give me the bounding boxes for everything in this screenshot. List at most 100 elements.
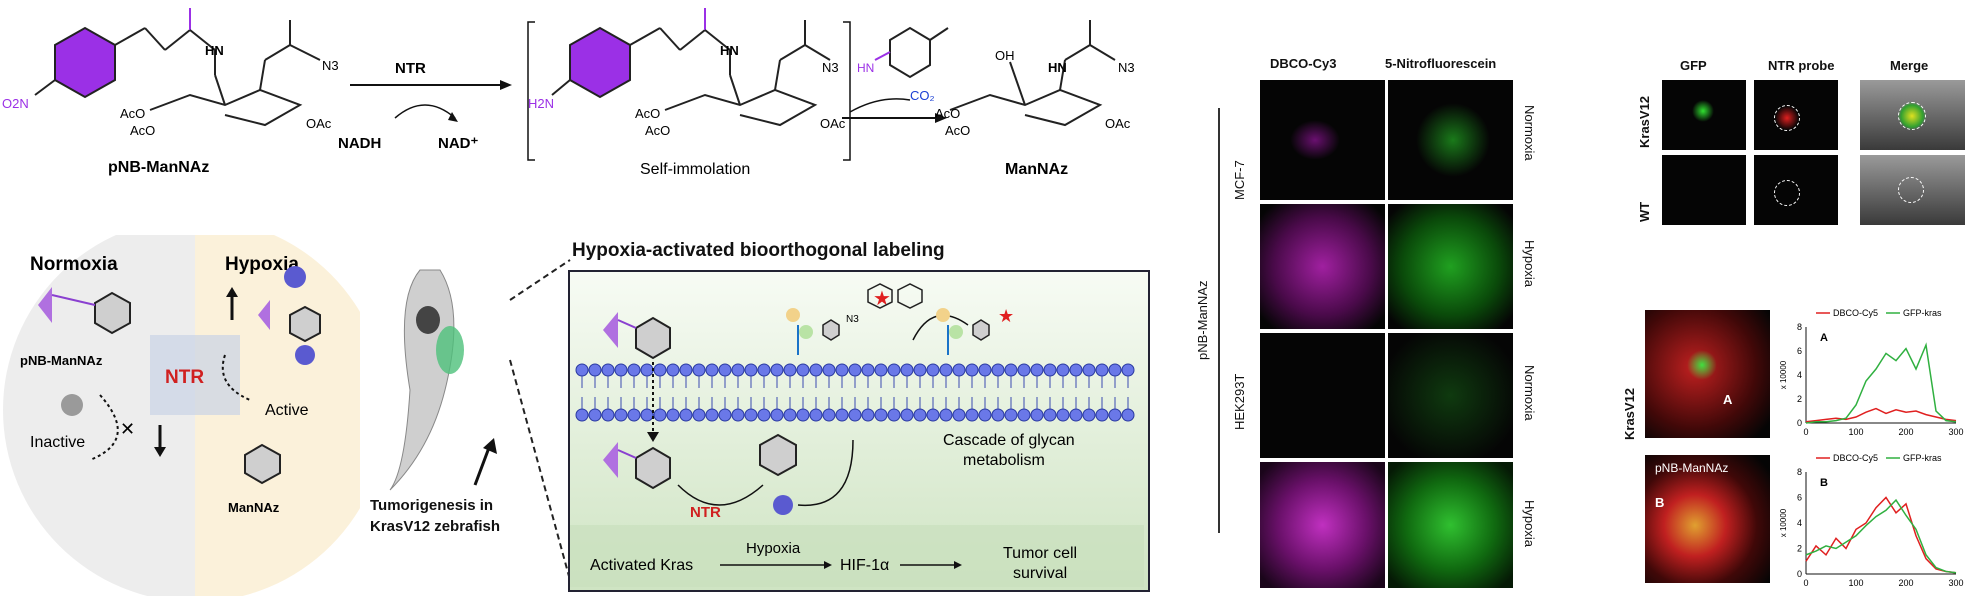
glycan-icon-2 <box>936 308 990 355</box>
co2-label: CO₂ <box>910 88 935 103</box>
series-line-DBCO-Cy5 <box>1805 407 1957 423</box>
dbco-icon <box>867 283 923 309</box>
byproduct-curve <box>849 98 911 113</box>
lipid-head <box>783 363 797 377</box>
hn-label-1: HN <box>205 43 224 58</box>
lipid-head <box>1030 363 1044 377</box>
chart-title: B <box>1820 477 1828 489</box>
nadh-label: NADH <box>338 135 381 152</box>
labeling-title: Hypoxia-activated bioorthogonal labeling <box>572 240 945 261</box>
image-mcf7-normoxia-green <box>1388 80 1513 200</box>
reactant-structure <box>34 8 321 127</box>
lipid-head <box>978 408 992 422</box>
lipid-head <box>705 363 719 377</box>
h2n-label: H2N <box>528 96 554 111</box>
lipid-head <box>718 363 732 377</box>
n3-label-3: N3 <box>1118 60 1135 75</box>
image-kras-lower-a: A <box>1645 310 1770 438</box>
lipid-head <box>1017 363 1031 377</box>
n3-label-1: N3 <box>322 58 339 73</box>
lipid-head <box>1017 408 1031 422</box>
lipid-head <box>731 363 745 377</box>
aco-label-2a: AcO <box>635 106 660 121</box>
active-pacman-icon-2 <box>295 345 315 365</box>
lipid-head <box>627 363 641 377</box>
legend-entry: GFP-kras <box>1903 453 1942 463</box>
y-axis-label: x 10000 <box>1779 360 1788 389</box>
lipid-head <box>653 363 667 377</box>
hexagon-icon-5 <box>759 433 797 477</box>
lipid-head <box>1043 363 1057 377</box>
y-tick-label: 8 <box>1797 322 1802 332</box>
lipid-head <box>926 408 940 422</box>
lipid-head <box>614 363 628 377</box>
series-line-GFP-kras <box>1805 498 1957 574</box>
lipid-head <box>601 408 615 422</box>
hexagon-icon <box>94 291 131 335</box>
lipid-head <box>1069 408 1083 422</box>
mannaz-circle-label: ManNAz <box>228 500 280 515</box>
lipid-head <box>679 408 693 422</box>
image-kras-lower-b: pNB-ManNAz B <box>1645 455 1770 583</box>
image-mcf7-hypoxia-cy3 <box>1260 204 1385 329</box>
lipid-head <box>666 363 680 377</box>
marker-a: A <box>1723 392 1733 407</box>
x-tick-label: 200 <box>1898 427 1913 437</box>
lipid-head <box>1069 363 1083 377</box>
quinone-methide-structure <box>874 26 949 79</box>
lipid-head <box>913 408 927 422</box>
pathway-mid: HIF-1α <box>840 557 889 574</box>
image-wt-ntr <box>1754 155 1838 225</box>
col-gfp: GFP <box>1680 58 1707 73</box>
hypoxia-heading: Hypoxia <box>225 254 299 275</box>
lipid-head <box>1004 363 1018 377</box>
pathway-end-2: survival <box>1013 565 1067 582</box>
oac-label-1: OAc <box>306 116 332 131</box>
lipid-head <box>575 408 589 422</box>
image-kras-ntr <box>1754 80 1838 150</box>
legend-entry: DBCO-Cy5 <box>1833 453 1878 463</box>
row-label-3: Normoxia <box>1522 365 1537 421</box>
zebrafish-caption-1: Tumorigenesis in <box>370 497 494 514</box>
image-hek-normoxia-green <box>1388 333 1513 458</box>
group-label: pNB-ManNAz <box>1195 280 1210 360</box>
lipid-head <box>874 408 888 422</box>
active-pacman-icon-1 <box>284 266 306 288</box>
lipid-head <box>874 363 888 377</box>
lipid-head <box>978 363 992 377</box>
lipid-head <box>848 408 862 422</box>
lipid-head <box>926 363 940 377</box>
cascade-line-2: metabolism <box>963 452 1045 469</box>
hexagon-icon-3 <box>635 316 671 360</box>
image-hek-hypoxia-green <box>1388 462 1513 588</box>
triangle-icon-2 <box>258 300 270 330</box>
lipid-head <box>991 408 1005 422</box>
x-tick-label: 0 <box>1803 427 1808 437</box>
y-tick-label: 2 <box>1797 394 1802 404</box>
normoxia-heading: Normoxia <box>30 254 118 275</box>
lipid-head <box>640 408 654 422</box>
inactive-label: Inactive <box>30 434 85 451</box>
lipid-head <box>1082 363 1096 377</box>
y-tick-label: 4 <box>1797 518 1802 528</box>
lipid-head <box>614 408 628 422</box>
lipid-head <box>1095 363 1109 377</box>
col-nitrofluorescein: 5-Nitrofluorescein <box>1385 56 1497 71</box>
cofactor-curve <box>394 104 456 119</box>
lipid-head <box>861 408 875 422</box>
lipid-head <box>770 408 784 422</box>
lipid-head <box>809 363 823 377</box>
lipid-head <box>1082 408 1096 422</box>
cell-mcf7: MCF-7 <box>1232 160 1247 200</box>
lipid-head <box>939 363 953 377</box>
aco-label-1b: AcO <box>130 123 155 138</box>
lipid-head <box>692 408 706 422</box>
x-tick-label: 300 <box>1948 578 1963 588</box>
oac-label-3: OAc <box>1105 116 1131 131</box>
lipid-head <box>1108 363 1122 377</box>
zebrafish-caption-2: KrasV12 zebrafish <box>370 518 501 535</box>
reactant-name: pNB-ManNAz <box>108 159 209 176</box>
x-tick-label: 300 <box>1948 427 1963 437</box>
lipid-head <box>848 363 862 377</box>
image-hek-normoxia-cy3 <box>1260 333 1385 458</box>
